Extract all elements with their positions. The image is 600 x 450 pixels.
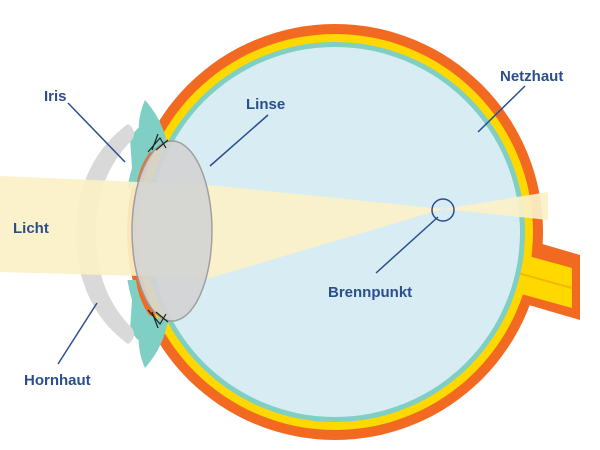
- zonule-fibers: [147, 133, 169, 329]
- lens: [131, 140, 213, 322]
- iris-leader-line: [67, 102, 126, 163]
- focal-point: [431, 198, 455, 222]
- label-netzhaut: Netzhaut: [500, 68, 563, 85]
- label-licht: Licht: [13, 220, 49, 237]
- light-beam-after-focus: [443, 192, 548, 220]
- brennpunkt-leader-line: [375, 216, 439, 274]
- label-hornhaut: Hornhaut: [24, 372, 91, 389]
- label-brennpunkt: Brennpunkt: [328, 284, 412, 301]
- linse-leader-line: [209, 114, 269, 167]
- hornhaut-leader-line: [57, 302, 98, 365]
- label-linse: Linse: [246, 96, 285, 113]
- cornea: [76, 124, 135, 344]
- label-iris: Iris: [44, 88, 67, 105]
- light-beam: [0, 176, 443, 278]
- netzhaut-leader-line: [477, 85, 526, 133]
